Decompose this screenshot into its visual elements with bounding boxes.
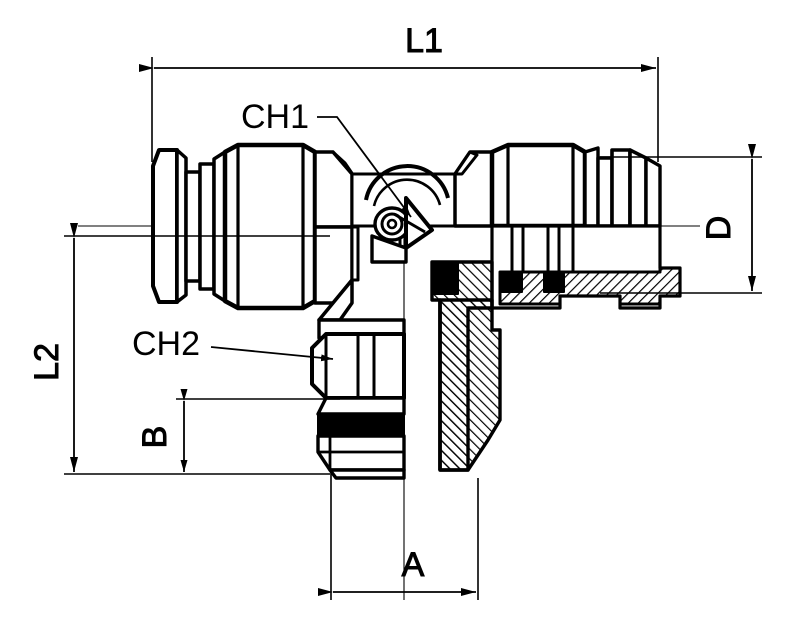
right-arm-internal-lines [510, 226, 575, 272]
hex-flat-lower [370, 234, 408, 264]
CH1-leader-line [317, 116, 412, 218]
branch-taper-under-nut [316, 396, 406, 416]
dimension-label-B: B [136, 426, 174, 449]
hex-arc-outer [364, 164, 450, 201]
callout-CH1: CH1 [241, 98, 412, 218]
left-collar-neck [184, 170, 202, 283]
tee-right-transition-upper [453, 150, 494, 228]
tee-hex-detail [364, 164, 450, 264]
dimension-label-A: A [402, 546, 425, 584]
left-transition-rib-lower [350, 225, 360, 282]
hex-flat-wedge [404, 196, 434, 250]
right-collar-taper [644, 156, 662, 228]
right-release-collar [610, 148, 632, 228]
dimension-A: A [318, 470, 479, 600]
oring-right-a [499, 271, 523, 293]
CH2-leader-line [210, 346, 334, 362]
dimension-lines: L1 L2 D B A [28, 22, 762, 600]
section-hatch-branch [438, 298, 502, 472]
fitting-geometry [151, 142, 682, 472]
dimension-label-D: D [700, 216, 738, 241]
left-release-collar [151, 148, 179, 304]
callout-label-CH1: CH1 [241, 98, 309, 136]
dimension-label-L2: L2 [28, 343, 66, 381]
dimension-L1: L1 [139, 22, 659, 162]
hex-arc-inner [372, 178, 442, 207]
dimension-B: B [136, 389, 340, 472]
dimension-L2: L2 [28, 223, 330, 475]
right-body-barrel-upper [489, 142, 588, 229]
branch-thread-chamfer [328, 468, 406, 480]
hex-boss-core [386, 218, 398, 230]
dimension-label-L1: L1 [405, 22, 443, 60]
branch-thread-runout-band [317, 413, 405, 437]
right-collar-neck [596, 156, 614, 228]
section-solid-block-center [431, 261, 459, 295]
right-collar-chamfer [628, 148, 648, 228]
dimension-D: D [600, 144, 762, 294]
tee-right-rib [453, 150, 479, 176]
oring-right-b [543, 271, 565, 293]
callouts: CH1 CH2 [132, 98, 412, 363]
left-branch-flare [317, 278, 354, 322]
left-retainer-ring [198, 162, 216, 291]
hex-flat-line [393, 212, 426, 234]
left-collar-chamfer [175, 148, 188, 304]
right-retainer-ring [583, 146, 600, 228]
callout-CH2: CH2 [132, 325, 334, 363]
callout-label-CH2: CH2 [132, 325, 200, 363]
branch-assembly [310, 318, 406, 480]
